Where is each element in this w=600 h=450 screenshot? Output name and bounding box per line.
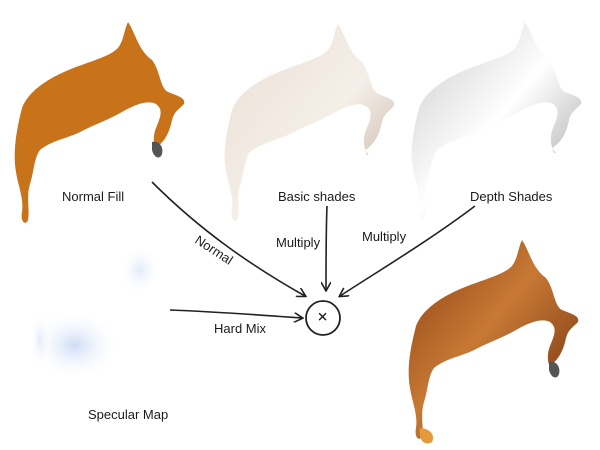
specular-map-image [30,245,160,380]
arrow-multiply-basic [326,206,327,290]
label-specular-map: Specular Map [88,408,168,421]
label-blend-multiply-depth: Multiply [362,230,406,243]
arrow-hard-mix [170,310,302,318]
label-basic-shades: Basic shades [278,190,355,203]
arrow-multiply-depth [340,206,475,296]
label-depth-shades: Depth Shades [470,190,552,203]
label-blend-multiply-basic: Multiply [276,236,320,249]
horse-result-image [409,240,579,443]
label-normal-fill: Normal Fill [62,190,124,203]
label-blend-hard-mix: Hard Mix [214,322,266,335]
